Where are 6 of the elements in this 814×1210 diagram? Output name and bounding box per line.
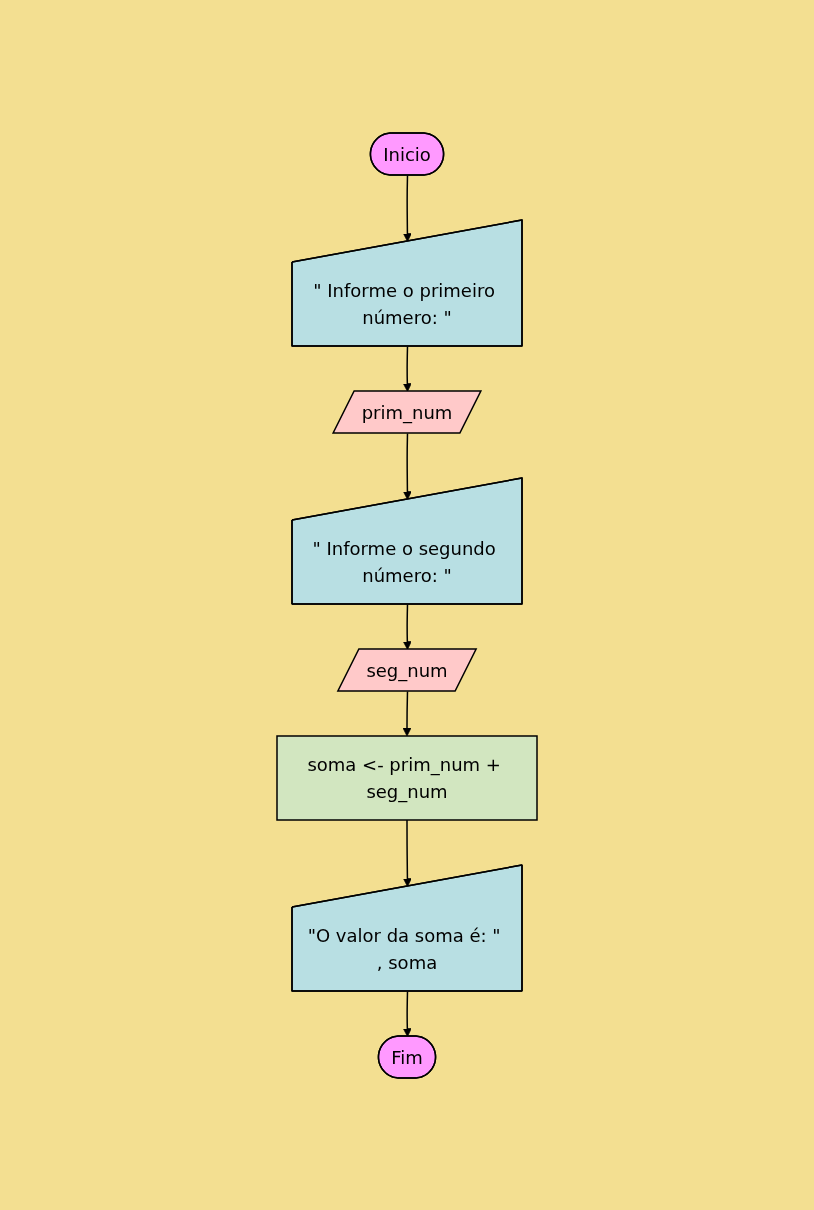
arrow	[403, 174, 412, 242]
arrow	[402, 690, 412, 736]
arrow	[403, 432, 412, 500]
arrow	[403, 818, 412, 887]
node-box: soma <- prim_num + seg_num	[276, 734, 538, 821]
arrow	[402, 990, 412, 1037]
